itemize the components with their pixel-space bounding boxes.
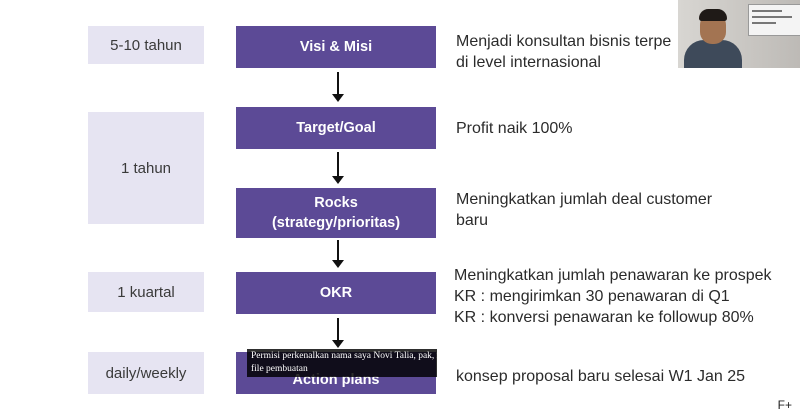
- period-label: 5-10 tahun: [110, 36, 182, 54]
- period-label: 1 tahun: [120, 159, 172, 177]
- monitor-icon: [748, 4, 800, 36]
- stage-title: Rocks: [314, 195, 358, 211]
- period-5-10-years: 5-10 tahun: [88, 26, 204, 64]
- description-line: Profit naik 100%: [456, 120, 573, 137]
- description-line: Meningkatkan jumlah penawaran ke prospek: [454, 267, 772, 284]
- period-daily-weekly: daily/weekly: [88, 352, 204, 394]
- down-arrow-icon: [331, 152, 345, 184]
- description-line: Meningkatkan jumlah deal customer: [456, 191, 713, 208]
- stage-title: OKR: [319, 285, 353, 301]
- stage-rocks: Rocks (strategy/prioritas): [236, 188, 436, 238]
- description-line: baru: [456, 212, 489, 229]
- stage-subtitle: (strategy/prioritas): [271, 215, 401, 231]
- description-okr: Meningkatkan jumlah penawaran ke prospek…: [454, 265, 772, 328]
- description-line: KR : konversi penawaran ke followup 80%: [454, 309, 754, 326]
- down-arrow-icon: [331, 318, 345, 348]
- description-action-plans: konsep proposal baru selesai W1 Jan 25: [456, 366, 745, 387]
- down-arrow-icon: [331, 240, 345, 268]
- period-1-quarter: 1 kuartal: [88, 272, 204, 312]
- caption-line: file pembuatan: [251, 364, 308, 374]
- webcam-video-feed[interactable]: [678, 0, 800, 68]
- stage-okr: OKR: [236, 272, 436, 314]
- description-target-goal: Profit naik 100%: [456, 118, 573, 139]
- description-rocks: Meningkatkan jumlah deal customer baru: [456, 189, 712, 231]
- period-label: daily/weekly: [105, 364, 187, 382]
- description-visi-misi: Menjadi konsultan bisnis terpe di level …: [456, 31, 671, 73]
- description-line: KR : mengirimkan 30 penawaran di Q1: [454, 288, 730, 305]
- description-line: Menjadi konsultan bisnis terpe: [456, 33, 672, 50]
- stage-title: Visi & Misi: [299, 39, 373, 55]
- down-arrow-icon: [331, 72, 345, 102]
- stage-title: Target/Goal: [296, 120, 376, 136]
- subtitle-caption: Permisi perkenalkan nama saya Novi Talia…: [247, 349, 568, 377]
- caption-line: Permisi perkenalkan nama saya Novi Talia…: [251, 351, 568, 361]
- stage-target-goal: Target/Goal: [236, 107, 436, 149]
- period-label: 1 kuartal: [117, 283, 175, 301]
- brand-logo: F+: [777, 398, 792, 412]
- description-line: konsep proposal baru selesai W1 Jan 25: [456, 368, 746, 385]
- description-line: di level internasional: [456, 54, 601, 71]
- period-1-year: 1 tahun: [88, 112, 204, 224]
- stage-visi-misi: Visi & Misi: [236, 26, 436, 68]
